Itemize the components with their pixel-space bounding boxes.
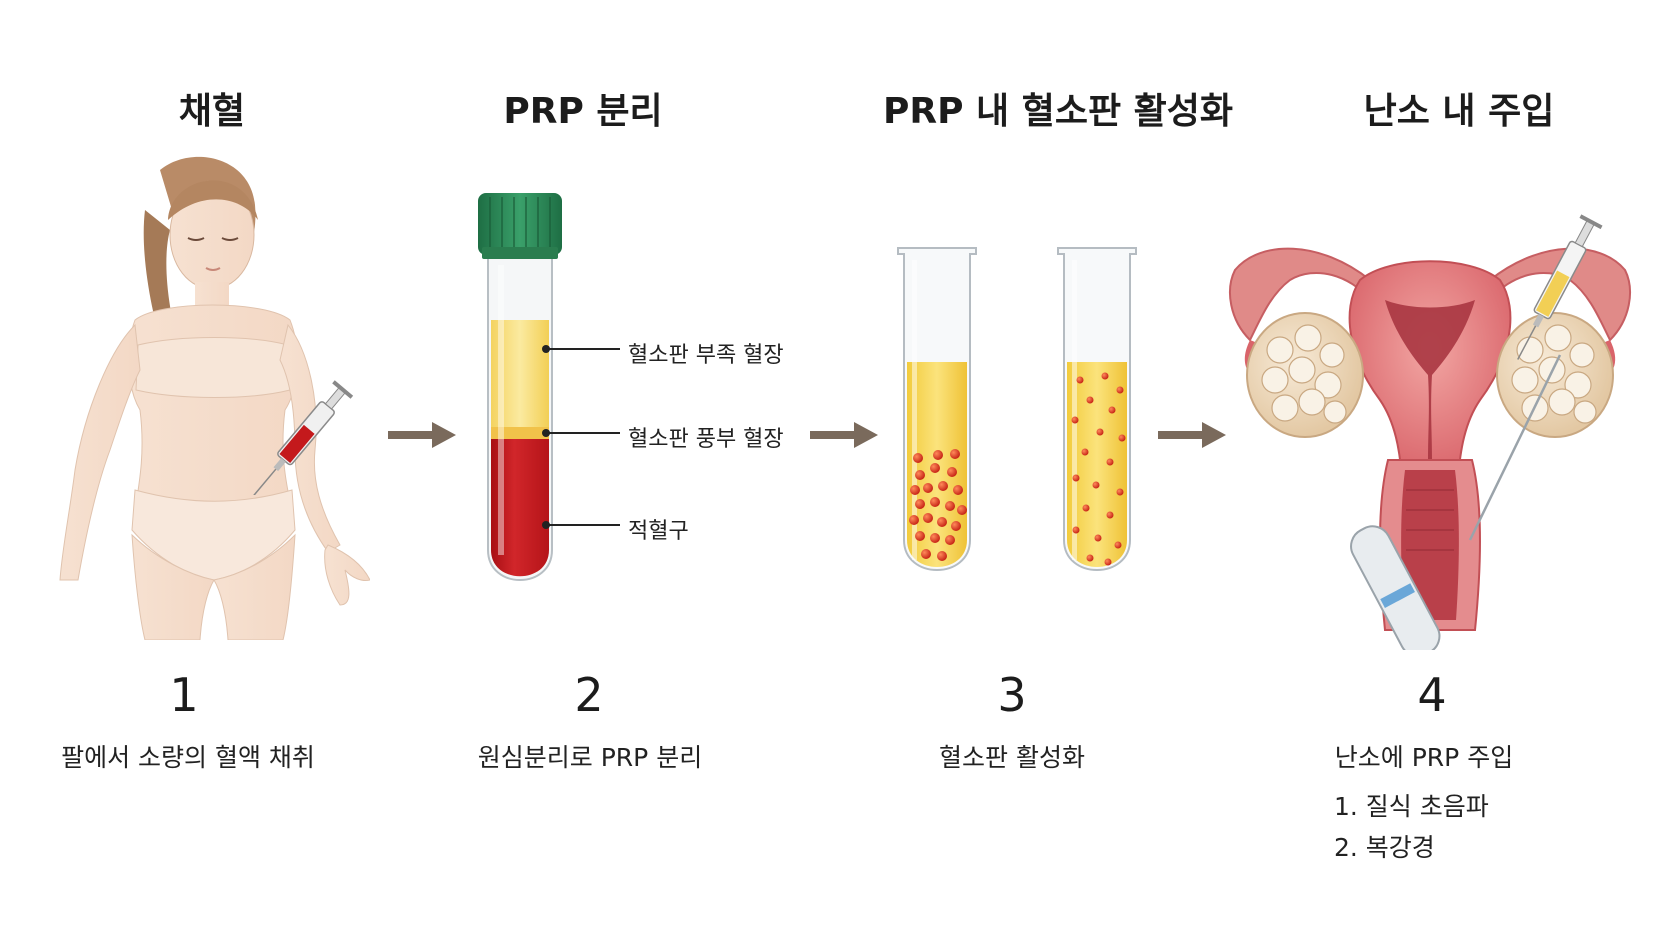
step-4-caption: 난소에 PRP 주입 (1334, 743, 1514, 772)
arrow-right-icon (1158, 422, 1226, 448)
step-2-number: 2 (574, 668, 604, 722)
step-3-number: 3 (997, 668, 1027, 722)
test-tube-icon (478, 193, 620, 581)
woman-figure-icon (59, 156, 370, 640)
step-2-caption: 원심분리로 PRP 분리 (477, 743, 703, 772)
uterus-ovary-icon (1229, 214, 1631, 650)
test-tube-icon (897, 247, 1137, 571)
step-2-title: PRP 분리 (503, 91, 663, 132)
step-1-number: 1 (169, 668, 199, 722)
step-4-title: 난소 내 주입 (1363, 91, 1555, 132)
arrow-right-icon (388, 422, 456, 448)
injection-methods-list: 1. 질식 초음파 2. 복강경 (1334, 786, 1489, 868)
syringe-icon (250, 380, 354, 495)
arrow-right-icon (810, 422, 878, 448)
label-platelet-poor-plasma: 혈소판 부족 혈장 (628, 343, 784, 368)
method-item: 1. 질식 초음파 (1334, 792, 1489, 821)
step-3-caption: 혈소판 활성화 (939, 743, 1085, 772)
step-1-caption: 팔에서 소량의 혈액 채취 (61, 743, 315, 772)
step-1-title: 채혈 (178, 91, 246, 132)
label-platelet-rich-plasma: 혈소판 풍부 혈장 (628, 427, 784, 452)
label-red-blood-cells: 적혈구 (628, 519, 689, 544)
step-4-number: 4 (1417, 668, 1447, 722)
method-item: 2. 복강경 (1334, 833, 1435, 862)
step-3-title: PRP 내 혈소판 활성화 (883, 91, 1233, 132)
